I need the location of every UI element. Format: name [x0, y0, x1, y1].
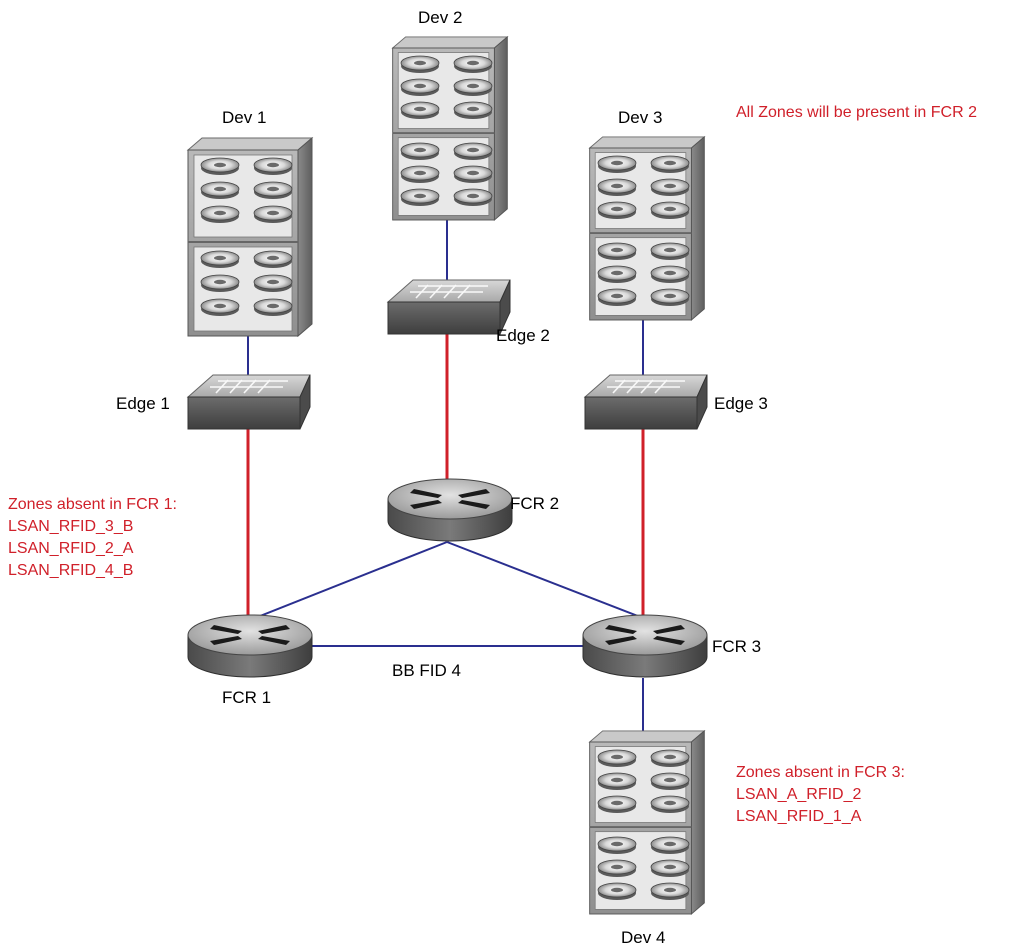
connections — [246, 220, 645, 742]
link-fcr2-fcr3 — [446, 541, 644, 619]
fcr1-zone-note-title: Zones absent in FCR 1: — [8, 496, 177, 513]
dev2-storage-array-icon — [391, 35, 509, 221]
edge2-fabric-switch-icon — [387, 279, 511, 335]
edge1-fabric-switch-icon — [187, 374, 311, 430]
fcr1-router-icon — [187, 614, 313, 678]
edge3-label: Edge 3 — [714, 394, 768, 413]
dev4-label: Dev 4 — [621, 928, 666, 947]
fcr2-label: FCR 2 — [510, 494, 560, 513]
edge3-fabric-switch-icon — [584, 374, 708, 430]
backbone-label: BB FID 4 — [392, 661, 461, 680]
fcr3-zone-item: LSAN_A_RFID_2 — [736, 786, 862, 803]
fcr1-zone-item: LSAN_RFID_4_B — [8, 562, 134, 579]
edge2-label: Edge 2 — [496, 326, 550, 345]
fcr3-label: FCR 3 — [712, 637, 762, 656]
dev3-label: Dev 3 — [618, 108, 663, 127]
fcr1-label: FCR 1 — [222, 688, 272, 707]
fcr1-zone-note: Zones absent in FCR 1: LSAN_RFID_3_B LSA… — [8, 494, 177, 582]
dev4-storage-array-icon — [588, 729, 706, 915]
fcr2-router-icon — [387, 478, 513, 542]
fcr3-zone-item: LSAN_RFID_1_A — [736, 808, 862, 825]
fcr1-zone-item: LSAN_RFID_2_A — [8, 540, 134, 557]
dev1-storage-array-icon — [187, 137, 313, 337]
edge1-label: Edge 1 — [116, 394, 170, 413]
fcr3-router-icon — [582, 614, 708, 678]
dev2-label: Dev 2 — [418, 8, 463, 27]
fcr1-zone-item: LSAN_RFID_3_B — [8, 518, 134, 535]
fcr2-zone-note: All Zones will be present in FCR 2 — [736, 102, 977, 124]
fcr2-zone-note-text: All Zones will be present in FCR 2 — [736, 104, 977, 121]
fcr3-zone-note: Zones absent in FCR 3: LSAN_A_RFID_2 LSA… — [736, 762, 905, 828]
fcr3-zone-note-title: Zones absent in FCR 3: — [736, 764, 905, 781]
link-fcr1-fcr2 — [249, 541, 448, 621]
dev3-storage-array-icon — [588, 135, 706, 321]
dev1-label: Dev 1 — [222, 108, 267, 127]
